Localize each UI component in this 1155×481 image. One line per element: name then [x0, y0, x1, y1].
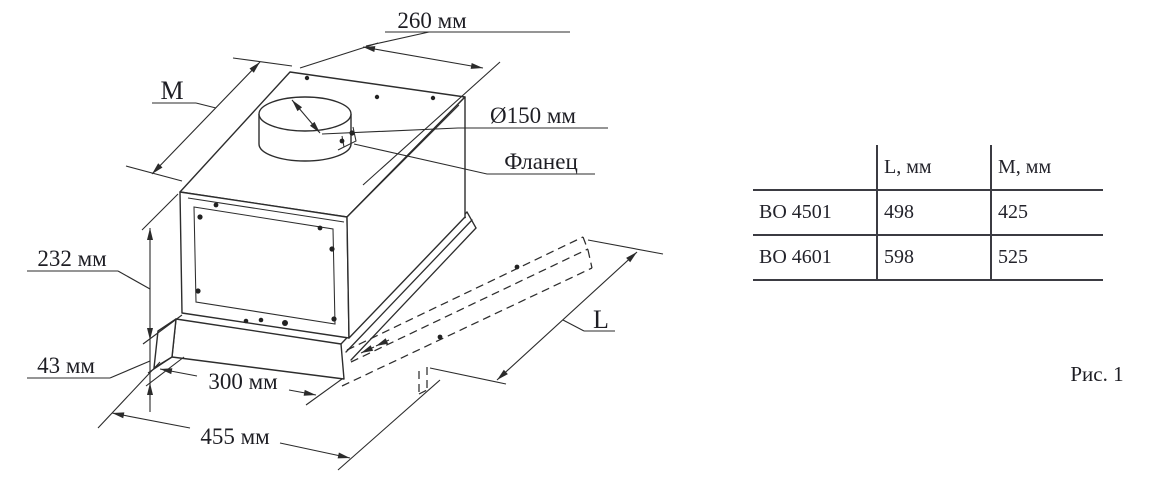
flange-label: Фланец [504, 149, 578, 174]
table-header-row: L, мм M, мм [753, 145, 1103, 191]
front-frame [193, 206, 336, 325]
dimension-455: 455 мм [97, 361, 441, 471]
dim-label-300: 300 мм [208, 369, 278, 394]
value-cell-l: 498 [876, 190, 991, 236]
dim-label-43: 43 мм [37, 353, 95, 378]
dim-label-l: L [593, 305, 609, 334]
dimension-260: 260 мм [299, 8, 570, 186]
dimension-43: 43 мм [27, 340, 185, 412]
col-header-m: M, мм [990, 145, 1103, 191]
dim-label-260: 260 мм [397, 8, 467, 33]
table-row: ВО 4501 498 425 [753, 190, 1103, 236]
dim-label-232: 232 мм [37, 246, 107, 271]
dimension-232: 232 мм [27, 193, 183, 345]
body-right-face [346, 96, 466, 339]
model-spec-table-wrap: L, мм M, мм ВО 4501 498 425 ВО 4601 598 … [753, 145, 1103, 281]
leader-diameter: Ø150 мм [321, 103, 608, 135]
diameter-arrow [291, 99, 321, 134]
value-cell-l: 598 [876, 235, 991, 281]
table-row: ВО 4601 598 525 [753, 235, 1103, 281]
figure-caption: Рис. 1 [1070, 362, 1124, 386]
col-header-l: L, мм [876, 145, 991, 191]
body-front-face [179, 191, 350, 339]
model-spec-table: L, мм M, мм ВО 4501 498 425 ВО 4601 598 … [753, 145, 1103, 281]
model-cell: ВО 4501 [753, 190, 877, 236]
table-corner-cell [753, 145, 877, 191]
dimension-300: 300 мм [147, 356, 343, 406]
dim-label-diameter: Ø150 мм [490, 103, 576, 128]
value-cell-m: 425 [990, 190, 1103, 236]
flange-duct [258, 96, 357, 162]
dimension-m: M [125, 57, 293, 182]
dim-label-455: 455 мм [200, 424, 270, 449]
value-cell-m: 525 [990, 235, 1103, 281]
leader-flange: Фланец [353, 143, 595, 175]
model-cell: ВО 4601 [753, 235, 877, 281]
dimension-l: L [429, 239, 664, 385]
pullout-visor-dashed [341, 236, 593, 395]
dim-label-m: M [160, 76, 183, 105]
